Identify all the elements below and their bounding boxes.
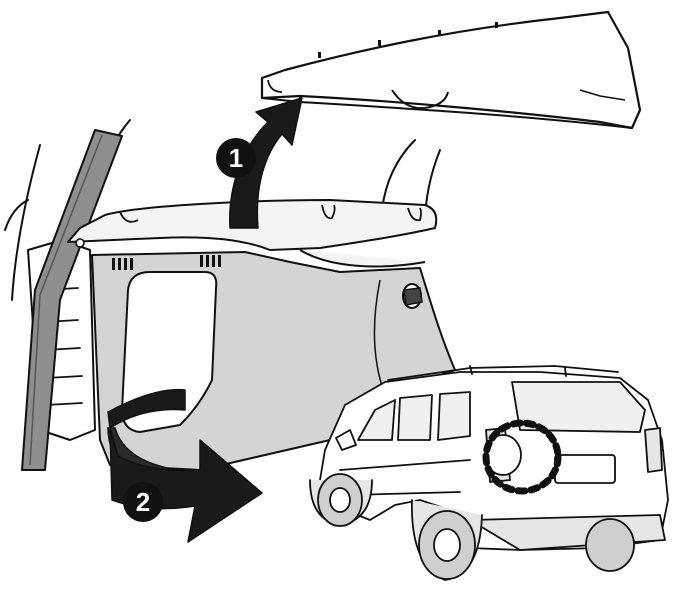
carpet-side-panel bbox=[91, 251, 456, 471]
step-2-number: 2 bbox=[136, 487, 150, 517]
step-1-number: 1 bbox=[229, 143, 243, 173]
latch-bracket bbox=[402, 283, 423, 309]
curved-up-arrow-icon bbox=[229, 97, 303, 229]
door-seal bbox=[21, 129, 123, 471]
dotted-circle-icon bbox=[482, 419, 562, 495]
step-2-badge: 2 bbox=[123, 482, 163, 522]
suv-vehicle bbox=[309, 365, 669, 581]
step-1-badge: 1 bbox=[216, 138, 256, 178]
parcel-shelf bbox=[260, 10, 642, 130]
